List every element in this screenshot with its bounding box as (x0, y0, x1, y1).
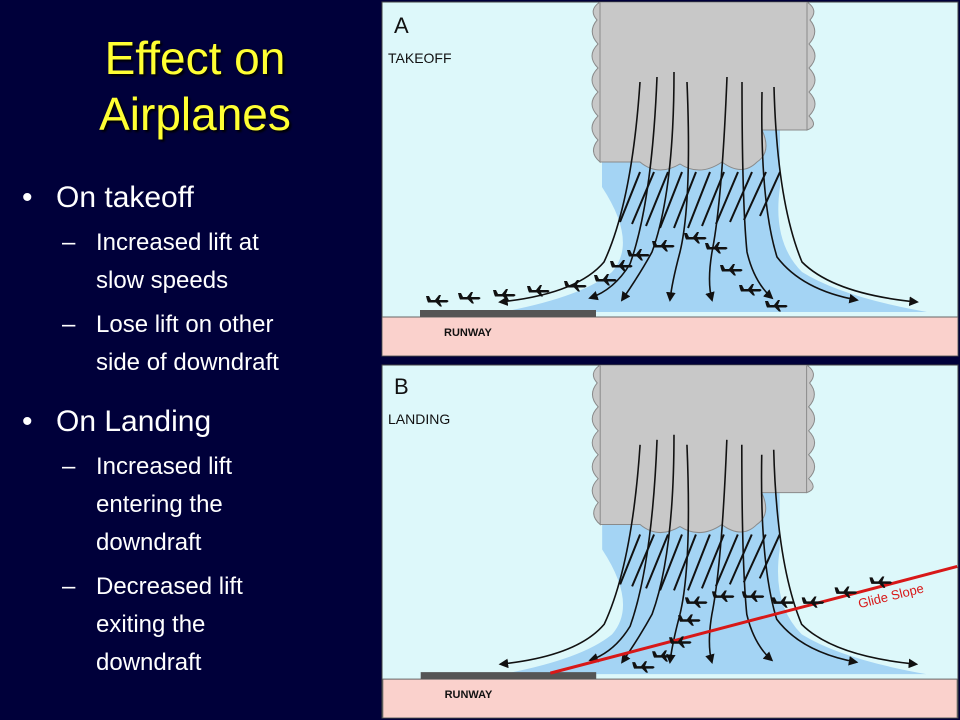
sub-bullet-line: Lose lift on other (96, 311, 274, 338)
sub-bullet-line: exiting the (96, 611, 206, 638)
diagram-panel: RUNWAY (380, 0, 960, 720)
glide-slope-line (549, 564, 958, 675)
runway-label-b: RUNWAY (445, 689, 493, 701)
sub-bullet-dash: – (62, 573, 76, 600)
panel-a-label: TAKEOFF (388, 50, 452, 66)
text-panel: Effect on Airplanes • On takeoff – Incre… (0, 0, 380, 720)
title-line-2: Airplanes (99, 88, 291, 140)
panel-b-label: LANDING (388, 411, 450, 427)
bullet-dot: • (22, 181, 33, 214)
sub-bullet-line: downdraft (96, 649, 202, 676)
bullet-landing-label: On Landing (56, 405, 212, 438)
bullet-dot: • (22, 405, 33, 438)
panel-a-takeoff: RUNWAY (381, 1, 959, 357)
bullet-list: • On takeoff – Increased lift at slow sp… (22, 176, 372, 688)
bullet-takeoff-label: On takeoff (56, 181, 194, 214)
panel-b-landing: RUNWAY Glide Slope (381, 364, 959, 719)
sub-bullet-increased-lift-entering: – Increased lift entering the downdraft (22, 448, 372, 562)
sub-bullet-line: entering the (96, 491, 223, 518)
sub-bullet-dash: – (62, 453, 76, 480)
sub-bullet-line: Increased lift (96, 453, 233, 480)
sub-bullet-line: Increased lift at (96, 229, 259, 256)
bullet-takeoff: • On takeoff (22, 176, 372, 220)
sub-bullet-dash: – (62, 229, 76, 256)
sub-bullet-lose-lift: – Lose lift on other side of downdraft (22, 306, 372, 382)
bullet-landing: • On Landing (22, 400, 372, 444)
sub-bullet-line: side of downdraft (96, 349, 279, 376)
panel-b-letter: B (394, 374, 409, 399)
sub-bullet-line: slow speeds (96, 267, 229, 294)
title-line-1: Effect on (104, 32, 286, 84)
microburst-diagram: RUNWAY (381, 1, 959, 719)
sub-bullet-dash: – (62, 311, 76, 338)
sub-bullet-line: downdraft (96, 529, 202, 556)
runway-label-a: RUNWAY (444, 327, 493, 339)
sub-bullet-line: Decreased lift (96, 573, 243, 600)
sub-bullet-decreased-lift-exiting: – Decreased lift exiting the downdraft (22, 568, 372, 682)
panel-a-letter: A (394, 13, 409, 38)
sub-bullet-increased-lift-slow: – Increased lift at slow speeds (22, 224, 372, 300)
slide-title: Effect on Airplanes (20, 30, 370, 142)
